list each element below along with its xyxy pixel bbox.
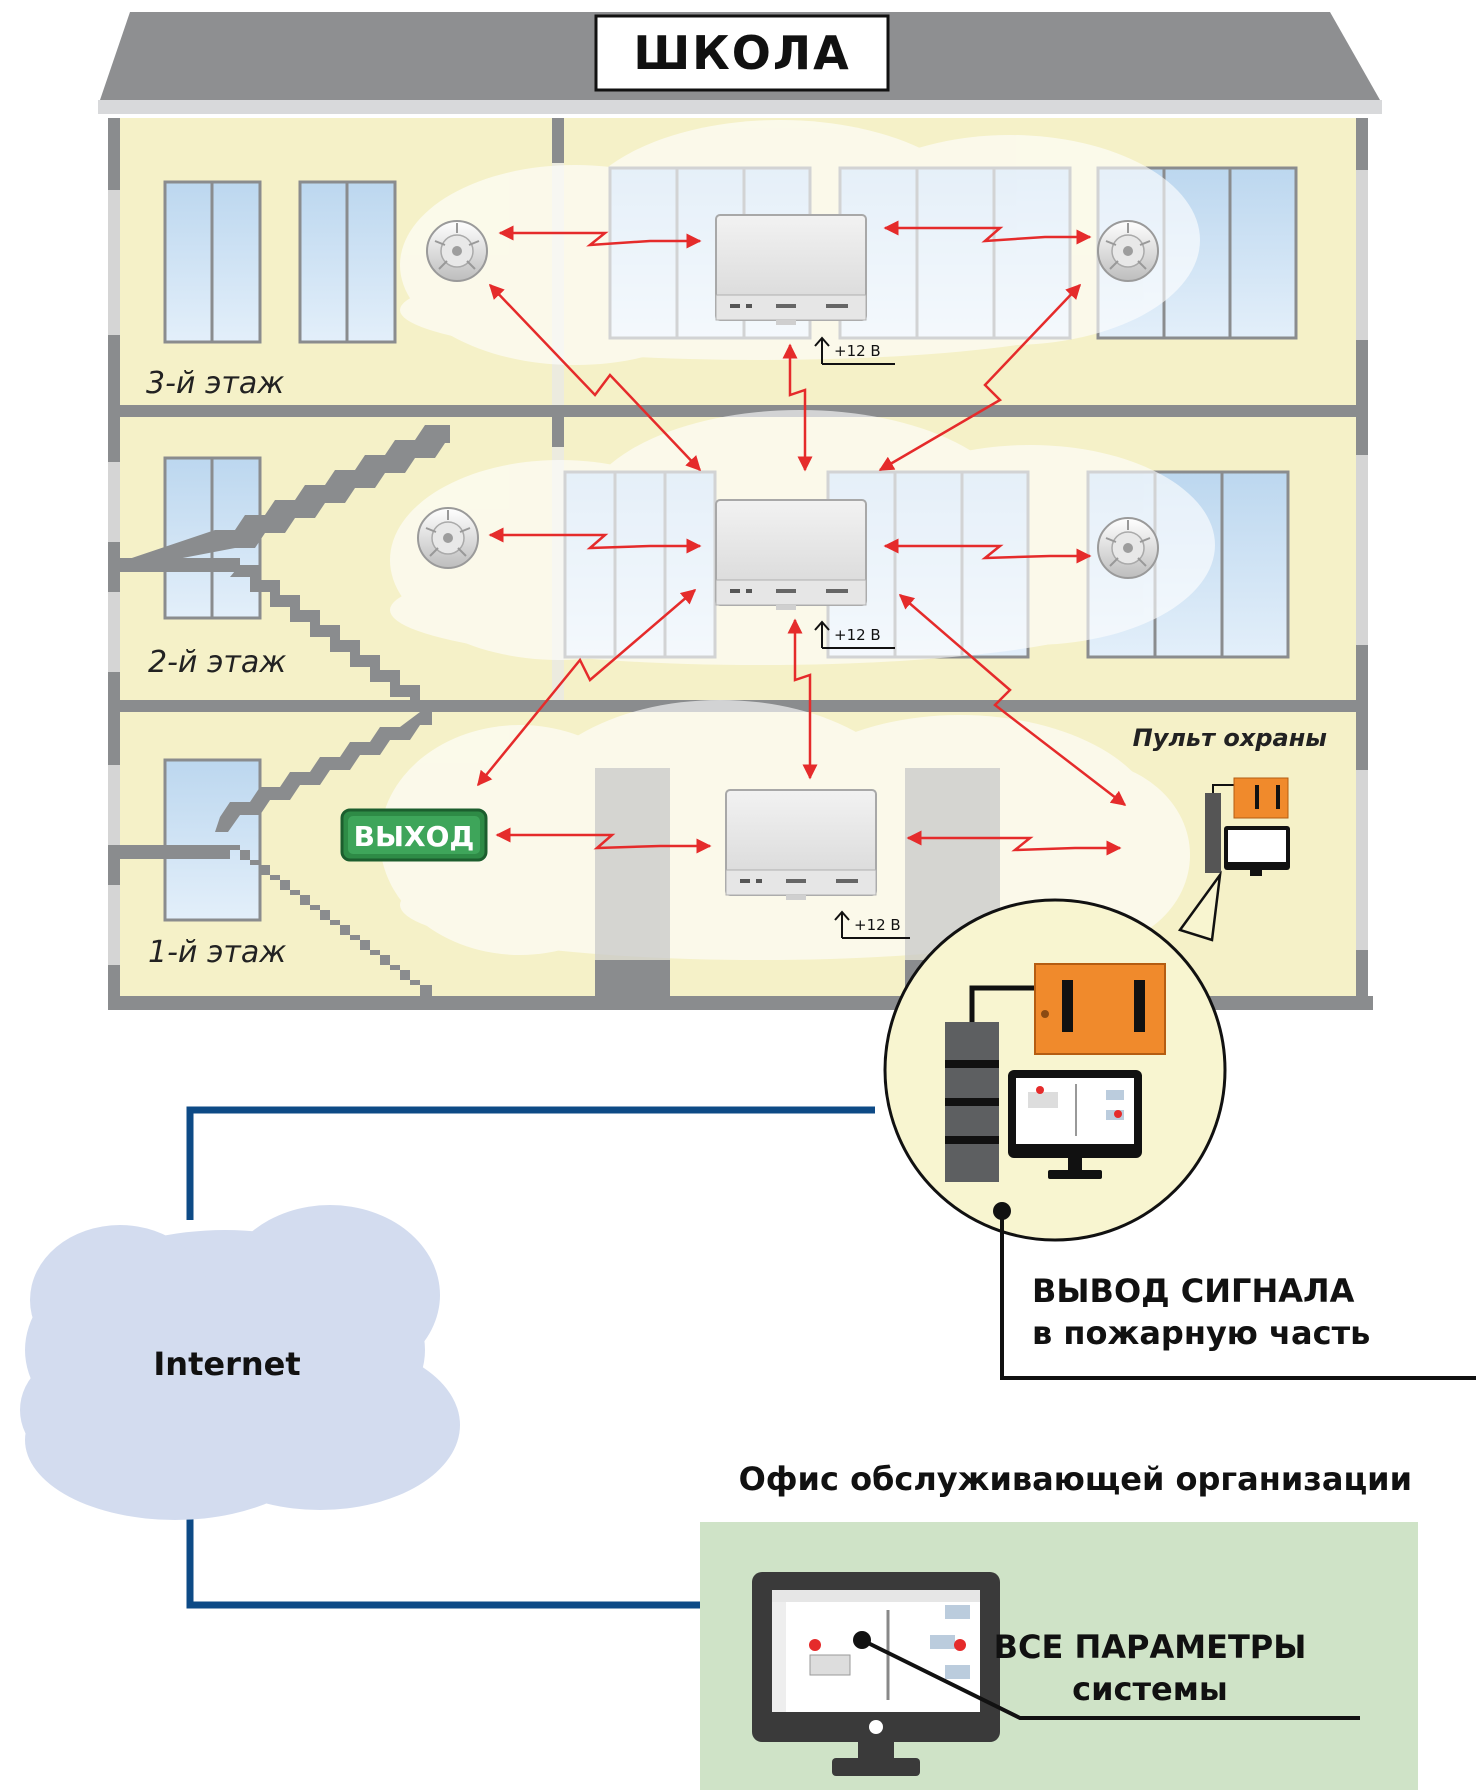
- side-ledge: [108, 592, 120, 672]
- office-pointer-line: [861, 1638, 1360, 1720]
- office-params-title: ВСЕ ПАРАМЕТРЫ: [994, 1628, 1307, 1666]
- link-detector3L-hub3: [498, 225, 702, 249]
- office-monitor-icon: [752, 1572, 1000, 1776]
- exit-sign-face: [348, 816, 480, 854]
- title-plate: [594, 14, 890, 92]
- radio-hub-floor3[interactable]: [715, 214, 867, 326]
- network-line: [186, 1106, 875, 1609]
- door: [595, 768, 670, 996]
- staircase: [120, 425, 450, 996]
- monitor-icon: [1008, 1070, 1142, 1179]
- link-hub1-guardpost: [906, 830, 1122, 856]
- power-label: +12 В: [834, 342, 881, 360]
- smoke-detector-icon[interactable]: [426, 220, 488, 282]
- link-detector3L-hub2: [488, 283, 702, 472]
- link-detector3R-hub2: [878, 283, 1082, 472]
- side-ledge: [108, 462, 120, 542]
- roof-eave: [98, 100, 1382, 114]
- office-params-subtitle: системы: [1072, 1670, 1228, 1708]
- link-hub2-hub1: [787, 618, 818, 780]
- link-hub3-hub2: [782, 343, 813, 472]
- link-hub2-exit: [477, 589, 697, 787]
- server-rack-icon: [945, 1022, 999, 1182]
- radio-hub-floor1[interactable]: [725, 789, 877, 901]
- zoom-pointer: [1177, 870, 1222, 942]
- side-ledge: [108, 190, 120, 335]
- side-ledge: [108, 885, 120, 965]
- signal-output-title: ВЫВОД СИГНАЛА: [1032, 1272, 1355, 1310]
- floor-label-2: 2-й этаж: [148, 645, 286, 680]
- side-ledge: [1356, 170, 1368, 340]
- interior-wall-2: [552, 417, 564, 447]
- link-exit-hub1: [495, 827, 712, 854]
- power-indicator: [814, 336, 910, 939]
- smoke-detector-icon[interactable]: [1097, 220, 1159, 282]
- internet-label: Internet: [153, 1345, 300, 1383]
- guard-post-equipment[interactable]: [1205, 777, 1290, 876]
- cable: [969, 985, 1036, 1022]
- link-hub2-guardpost: [898, 594, 1127, 806]
- side-ledge: [1356, 455, 1368, 645]
- floor-label-3: 3-й этаж: [146, 366, 284, 401]
- smoke-detector-icon[interactable]: [1097, 517, 1159, 579]
- exit-sign-label: ВЫХОД: [354, 820, 475, 853]
- door: [595, 960, 670, 996]
- radio-links: [477, 220, 1127, 856]
- link-hub2-detector2R: [883, 538, 1092, 564]
- link-hub3-detector3R: [883, 220, 1092, 245]
- office-title: Офис обслуживающей организации: [739, 1460, 1412, 1498]
- link-detector2L-hub2: [488, 527, 702, 554]
- side-ledge: [108, 765, 120, 845]
- control-panel-icon: [1034, 963, 1166, 1055]
- radio-hub-floor2[interactable]: [715, 499, 867, 611]
- floor-label-1: 1-й этаж: [148, 935, 286, 970]
- signal-output-dot: [993, 1202, 1011, 1220]
- power-label: +12 В: [854, 916, 901, 934]
- signal-output-line: [1000, 1211, 1476, 1380]
- building-title: ШКОЛА: [633, 26, 850, 80]
- internet-cloud: [20, 1205, 460, 1520]
- signal-output-subtitle: в пожарную часть: [1032, 1314, 1370, 1352]
- office-pointer-dot: [853, 1631, 871, 1649]
- smoke-detector-icon[interactable]: [417, 507, 479, 569]
- side-ledge: [1356, 770, 1368, 950]
- guard-post-label: Пульт охраны: [1133, 724, 1328, 752]
- power-label: +12 В: [834, 626, 881, 644]
- interior-wall-3: [552, 118, 564, 163]
